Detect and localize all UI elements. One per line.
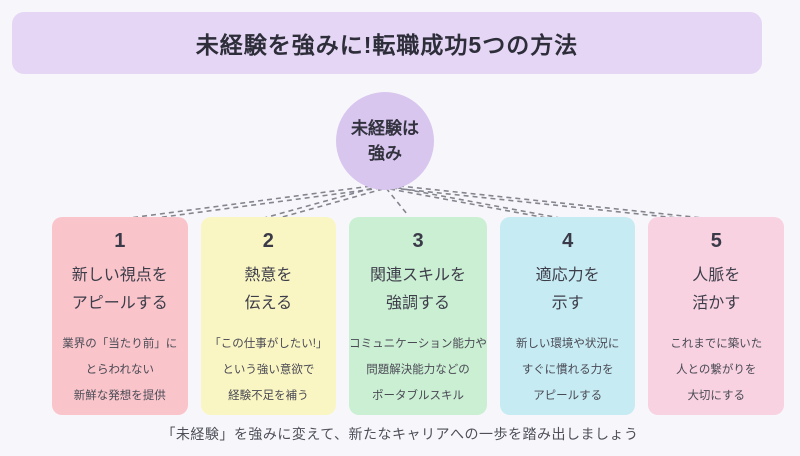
card-desc-line: 大切にする	[687, 390, 746, 402]
card-desc-line: コミュニケーション能力や	[349, 338, 487, 350]
card-desc-line: ポータブルスキル	[372, 390, 465, 402]
card-number: 2	[262, 230, 274, 252]
center-node-label-line1: 未経験は	[351, 119, 419, 138]
card-title: 人脈を 活かす	[692, 262, 740, 318]
card-description: コミュニケーション能力や 問題解決能力などの ポータブルスキル	[349, 331, 487, 409]
card-number: 3	[412, 230, 424, 252]
card-description: これまでに築いた 人との繋がりを 大切にする	[670, 331, 762, 409]
card-desc-line: 「この仕事がしたい!」	[209, 338, 328, 350]
method-card-3: 3 関連スキルを 強調する コミュニケーション能力や 問題解決能力などの ポータ…	[349, 217, 487, 415]
method-cards-row: 1 新しい視点を アピールする 業界の「当たり前」に とらわれない 新鮮な発想を…	[52, 217, 785, 415]
card-description: 業界の「当たり前」に とらわれない 新鮮な発想を提供	[62, 331, 177, 409]
card-desc-line: とらわれない	[85, 364, 154, 376]
card-description: 「この仕事がしたい!」 という強い意欲で 経験不足を補う	[209, 331, 327, 409]
card-desc-line: これまでに築いた	[670, 338, 763, 350]
card-title-line: 強調する	[386, 295, 451, 312]
card-title-line: 人脈を	[692, 267, 741, 284]
card-title-line: 示す	[551, 295, 584, 312]
footer-note: 「未経験」を強みに変えて、新たなキャリアへの一歩を踏み出しましょう	[161, 426, 639, 442]
card-desc-line: 新鮮な発想を提供	[73, 390, 166, 402]
page-title: 未経験を強みに!転職成功5つの方法	[195, 32, 579, 58]
card-title-line: 活かす	[692, 295, 741, 312]
card-desc-line: 問題解決能力などの	[366, 364, 470, 376]
card-title: 適応力を 示す	[536, 262, 600, 318]
method-card-1: 1 新しい視点を アピールする 業界の「当たり前」に とらわれない 新鮮な発想を…	[52, 217, 188, 415]
card-number: 5	[710, 230, 722, 252]
card-title-line: アピールする	[71, 295, 168, 312]
method-card-2: 2 熱意を 伝える 「この仕事がしたい!」 という強い意欲で 経験不足を補う	[200, 217, 337, 415]
card-number: 1	[114, 230, 126, 252]
card-title-line: 熱意を	[244, 267, 293, 284]
card-desc-line: 新しい環境や状況に	[515, 338, 620, 350]
card-desc-line: すぐに慣れる力を	[521, 364, 614, 376]
card-number: 4	[562, 230, 574, 252]
card-desc-line: 業界の「当たり前」に	[62, 338, 178, 350]
card-desc-line: という強い意欲で	[222, 364, 315, 376]
method-card-5: 5 人脈を 活かす これまでに築いた 人との繋がりを 大切にする	[648, 217, 785, 415]
connector-line-4	[387, 185, 564, 222]
connector-line-5	[389, 184, 716, 223]
card-desc-line: 経験不足を補う	[228, 390, 309, 402]
connector-line-1	[121, 184, 382, 223]
center-node-label-line2: 強み	[368, 144, 402, 163]
card-title-line: 伝える	[244, 295, 293, 312]
card-desc-line: アピールする	[533, 390, 603, 402]
card-description: 新しい環境や状況に すぐに慣れる力を アピールする	[516, 331, 620, 409]
card-desc-line: 人との繋がりを	[676, 364, 757, 376]
card-title: 新しい視点を アピールする	[72, 262, 168, 318]
connector-line-2	[263, 185, 384, 222]
center-node-circle: 未経験は 強み	[336, 92, 434, 190]
card-title-line: 関連スキルを	[370, 267, 467, 284]
card-title-line: 新しい視点を	[71, 267, 168, 284]
card-title-line: 適応力を	[535, 267, 600, 284]
method-card-4: 4 適応力を 示す 新しい環境や状況に すぐに慣れる力を アピールする	[499, 217, 636, 415]
title-banner: 未経験を強みに!転職成功5つの方法	[12, 12, 762, 74]
card-title: 関連スキルを 強調する	[370, 262, 466, 318]
card-title: 熱意を 伝える	[244, 262, 292, 318]
connector-line-3	[385, 187, 408, 215]
